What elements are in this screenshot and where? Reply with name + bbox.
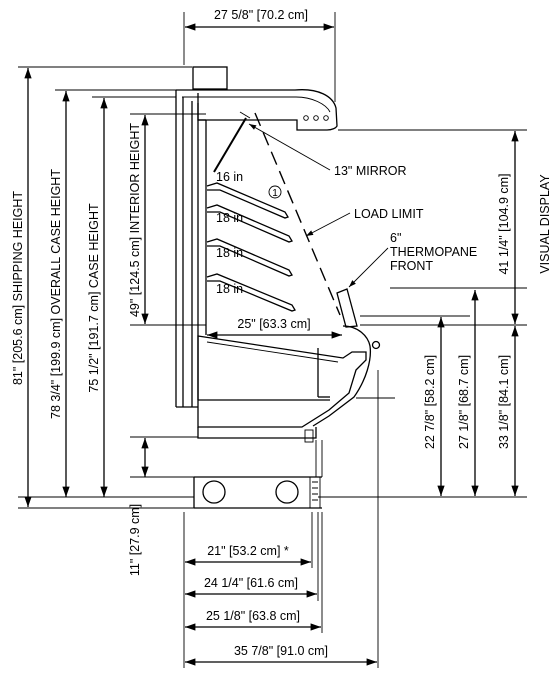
load-limit-label: LOAD LIMIT [354,207,424,221]
dim-depth-21: 21" [53.2 cm] * [185,544,311,566]
dim-top-width: 27 5/8" [70.2 cm] [183,8,336,102]
visual-display-label: VISUAL DISPLAY [538,174,552,274]
dim-right-27: 27 1/8" [68.7 cm] [457,290,479,496]
depth-21-label: 21" [53.2 cm] * [207,544,289,558]
thermopane-label-1: 6" [390,231,401,245]
dim-visual-display: 41 1/4" [104.9 cm] VISUAL DISPLAY [497,131,552,324]
dim-interior-height: 49" [124.5 cm] INTERIOR HEIGHT [128,115,149,324]
dim-depth-25: 25 1/8" [63.8 cm] [185,609,321,631]
right-33-label: 33 1/8" [84.1 cm] [497,355,511,449]
callout-thermopane: 6" THERMOPANE FRONT [348,231,477,288]
dim-right-22: 22 7/8" [58.2 cm] [423,317,445,496]
shelf-3-label: 18 in [216,246,243,260]
dim-case-height: 75 1/2" [191.7 cm] CASE HEIGHT [87,98,108,497]
overall-case-height-label: 78 3/4" [199.9 cm] OVERALL CASE HEIGHT [49,169,63,419]
depth-25-label: 25 1/8" [63.8 cm] [206,609,300,623]
right-27-label: 27 1/8" [68.7 cm] [457,355,471,449]
dim-shipping-height: 81" [205.6 cm] SHIPPING HEIGHT [11,68,32,507]
svg-text:1: 1 [272,188,278,199]
top-width-label: 27 5/8" [70.2 cm] [214,8,308,22]
dim-depth-35: 35 7/8" [91.0 cm] [185,644,377,666]
shipping-height-label: 81" [205.6 cm] SHIPPING HEIGHT [11,191,25,385]
base-height-label: 11" [27.9 cm] [128,504,142,576]
shelf-2-label: 18 in [216,211,243,225]
callout-mirror: 13" MIRROR [248,123,407,178]
load-limit-line [254,112,341,316]
callout-load-limit: LOAD LIMIT [305,207,424,237]
dim-overall-case-height: 78 3/4" [199.9 cm] OVERALL CASE HEIGHT [49,91,70,497]
thermopane-label-3: FRONT [390,259,433,273]
wheel-left [202,480,226,504]
depth-24-label: 24 1/4" [61.6 cm] [204,576,298,590]
dim-interior-depth: 25" [63.3 cm] [207,317,342,339]
interior-height-label: 49" [124.5 cm] INTERIOR HEIGHT [128,123,142,317]
dim-base-height: 11" [27.9 cm] [128,438,194,576]
shelf-4-label: 18 in [216,282,243,296]
case-body [175,66,381,443]
interior-depth-label: 25" [63.3 cm] [237,317,310,331]
canopy [176,89,338,131]
drain-pan [197,335,367,428]
top-vent [192,66,228,90]
dim-right-33: 33 1/8" [84.1 cm] [497,326,519,496]
case-height-label: 75 1/2" [191.7 cm] CASE HEIGHT [87,203,101,393]
visual-display-value-label: 41 1/4" [104.9 cm] [497,173,511,274]
mirror [213,111,251,173]
mirror-label: 13" MIRROR [334,164,407,178]
depth-35-label: 35 7/8" [91.0 cm] [234,644,328,658]
wheel-right [275,480,299,504]
thermopane-label-2: THERMOPANE [390,245,477,259]
dim-depth-24: 24 1/4" [61.6 cm] [185,576,317,598]
shelves [206,182,296,312]
right-22-label: 22 7/8" [58.2 cm] [423,355,437,449]
circle-marker: 1 [268,185,282,199]
thermopane-front [336,288,358,328]
shipping-skid [193,440,323,509]
front-curve [312,325,372,427]
shelf-1-label: 16 in [216,170,243,184]
